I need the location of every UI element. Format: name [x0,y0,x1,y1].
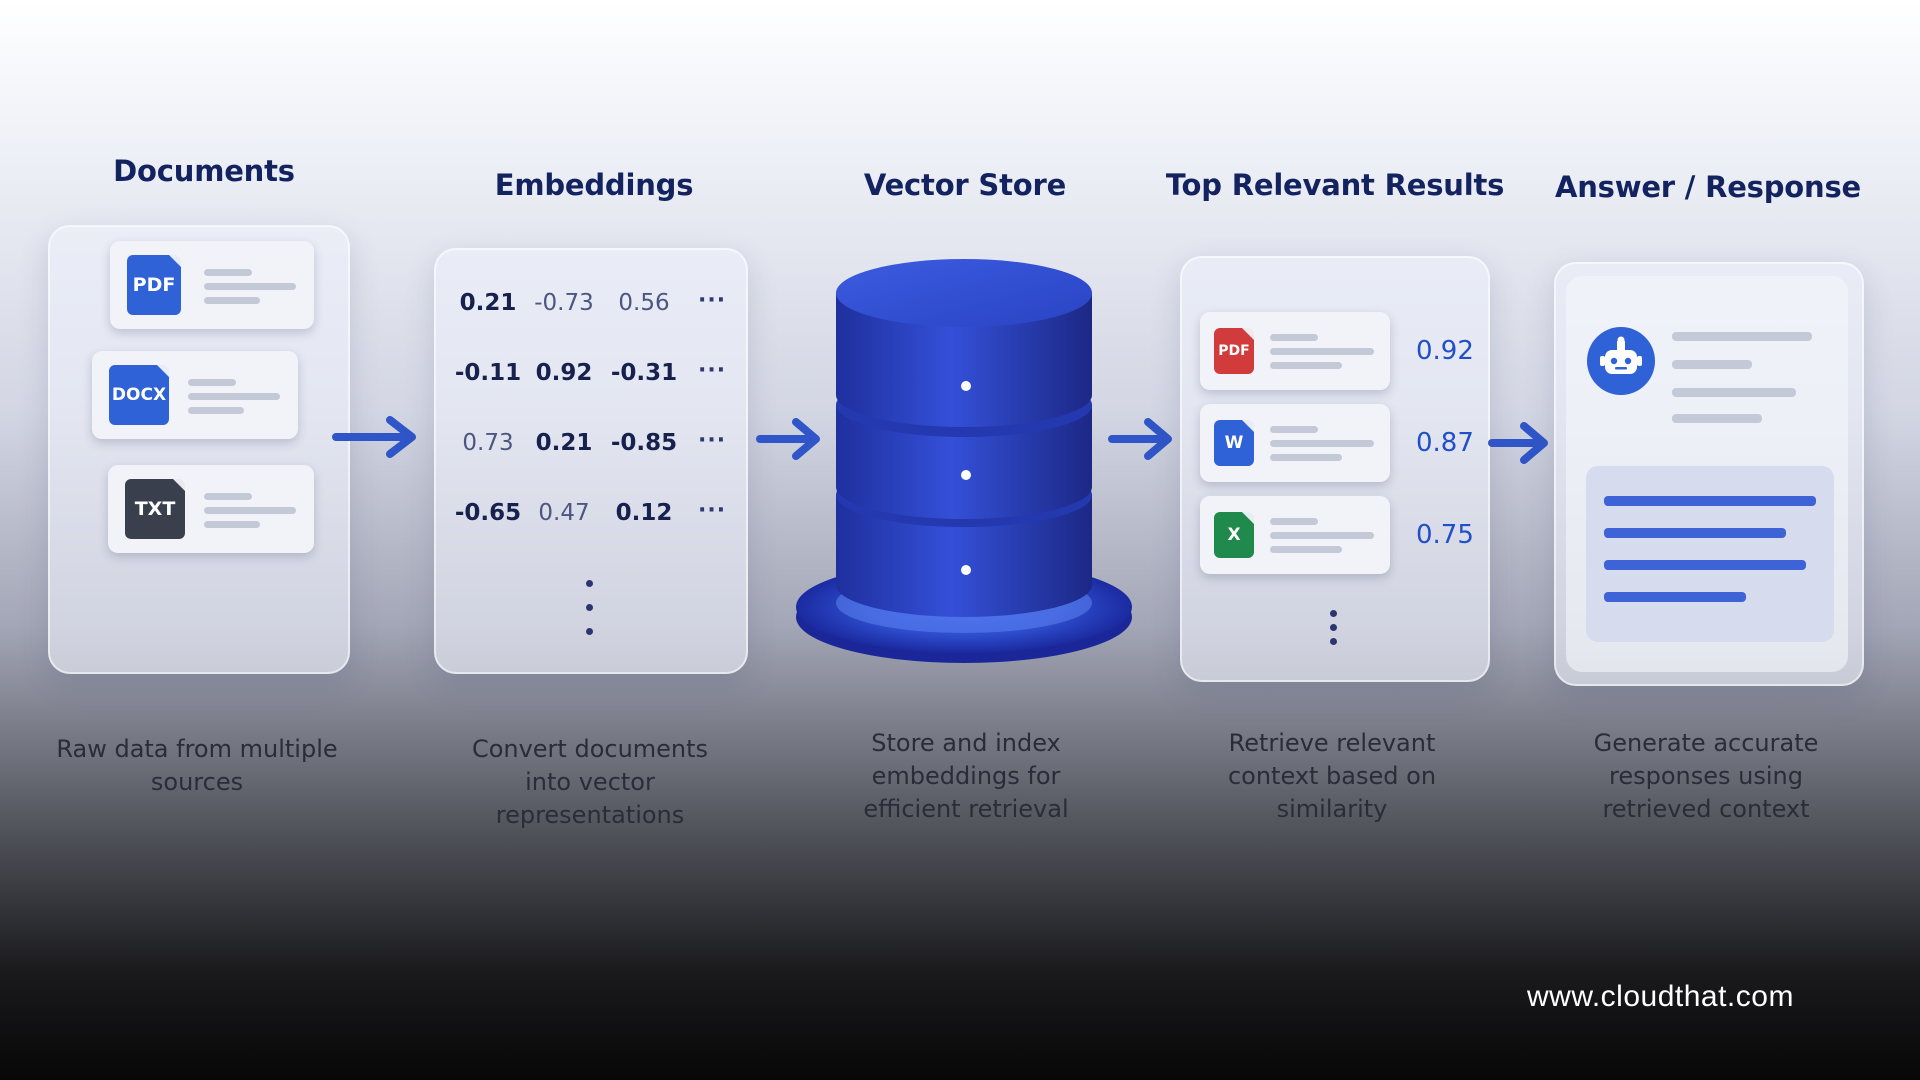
arrow-right-icon [756,418,820,460]
answer-panel [1554,262,1864,686]
similarity-score: 0.92 [1416,336,1474,366]
stage-description-answer: Generate accurate responses using retrie… [1593,729,1819,823]
stage-title-vector-store: Vector Store [863,168,1067,202]
similarity-score: 0.87 [1416,428,1474,458]
stage-title-documents: Documents [113,154,295,188]
embedding-value: 0.92 [535,360,593,386]
ellipsis: ··· [698,288,727,313]
website-url: www.cloudthat.com [1527,980,1794,1013]
ellipsis: ··· [698,358,727,383]
pdf-file-label: PDF [132,274,176,296]
result-card-excel: X [1200,496,1390,574]
embedding-value: -0.11 [454,360,522,386]
embedding-value: 0.47 [538,500,590,526]
word-result-label: W [1224,433,1244,453]
similarity-score: 0.75 [1416,520,1474,550]
ellipsis: ··· [698,428,727,453]
response-text-block [1586,466,1834,642]
stage-description-top-results: Retrieve relevant context based on simil… [1227,729,1437,823]
results-panel: PDF 0.92 W 0.87 X 0.75 [1180,256,1490,682]
embedding-value: 0.12 [615,500,673,526]
result-card-pdf: PDF [1200,312,1390,390]
embedding-value: 0.21 [535,430,593,456]
arrow-right-icon [1108,418,1172,460]
document-card-docx: DOCX [92,351,298,439]
stage-description-embeddings: Convert documents into vector representa… [471,735,709,829]
stage-title-answer: Answer / Response [1554,170,1861,204]
documents-panel: PDF DOCX TXT [48,225,350,674]
database-icon [796,259,1132,663]
embedding-value: -0.85 [610,430,678,456]
arrow-right-icon [1488,422,1548,464]
embedding-value: -0.65 [454,500,522,526]
pdf-file-icon: PDF [127,255,181,315]
docx-file-icon: DOCX [109,365,169,425]
txt-file-label: TXT [134,498,176,520]
embedding-value: 0.21 [459,290,517,316]
stage-title-top-results: Top Relevant Results [1165,168,1505,202]
stage-description-vector-store: Store and index embeddings for efficient… [863,729,1069,823]
docx-file-label: DOCX [111,385,167,405]
pdf-result-label: PDF [1218,343,1250,359]
embedding-value: -0.73 [534,290,594,316]
embeddings-panel: 0.21 -0.73 0.56 ··· -0.11 0.92 -0.31 ···… [434,248,748,674]
document-card-pdf: PDF [110,241,314,329]
embedding-value: 0.73 [462,430,514,456]
arrow-right-icon [332,416,416,458]
txt-file-icon: TXT [125,479,185,539]
excel-file-icon: X [1214,512,1254,558]
excel-result-label: X [1227,525,1241,545]
stage-description-documents: Raw data from multiple sources [56,735,338,796]
pdf-file-icon: PDF [1214,328,1254,374]
embedding-value: 0.56 [618,290,670,316]
stage-title-embeddings: Embeddings [494,168,694,202]
document-card-txt: TXT [108,465,314,553]
word-file-icon: W [1214,420,1254,466]
result-card-word: W [1200,404,1390,482]
ellipsis: ··· [698,498,727,523]
robot-assistant-icon [1587,327,1655,395]
embedding-value: -0.31 [610,360,678,386]
